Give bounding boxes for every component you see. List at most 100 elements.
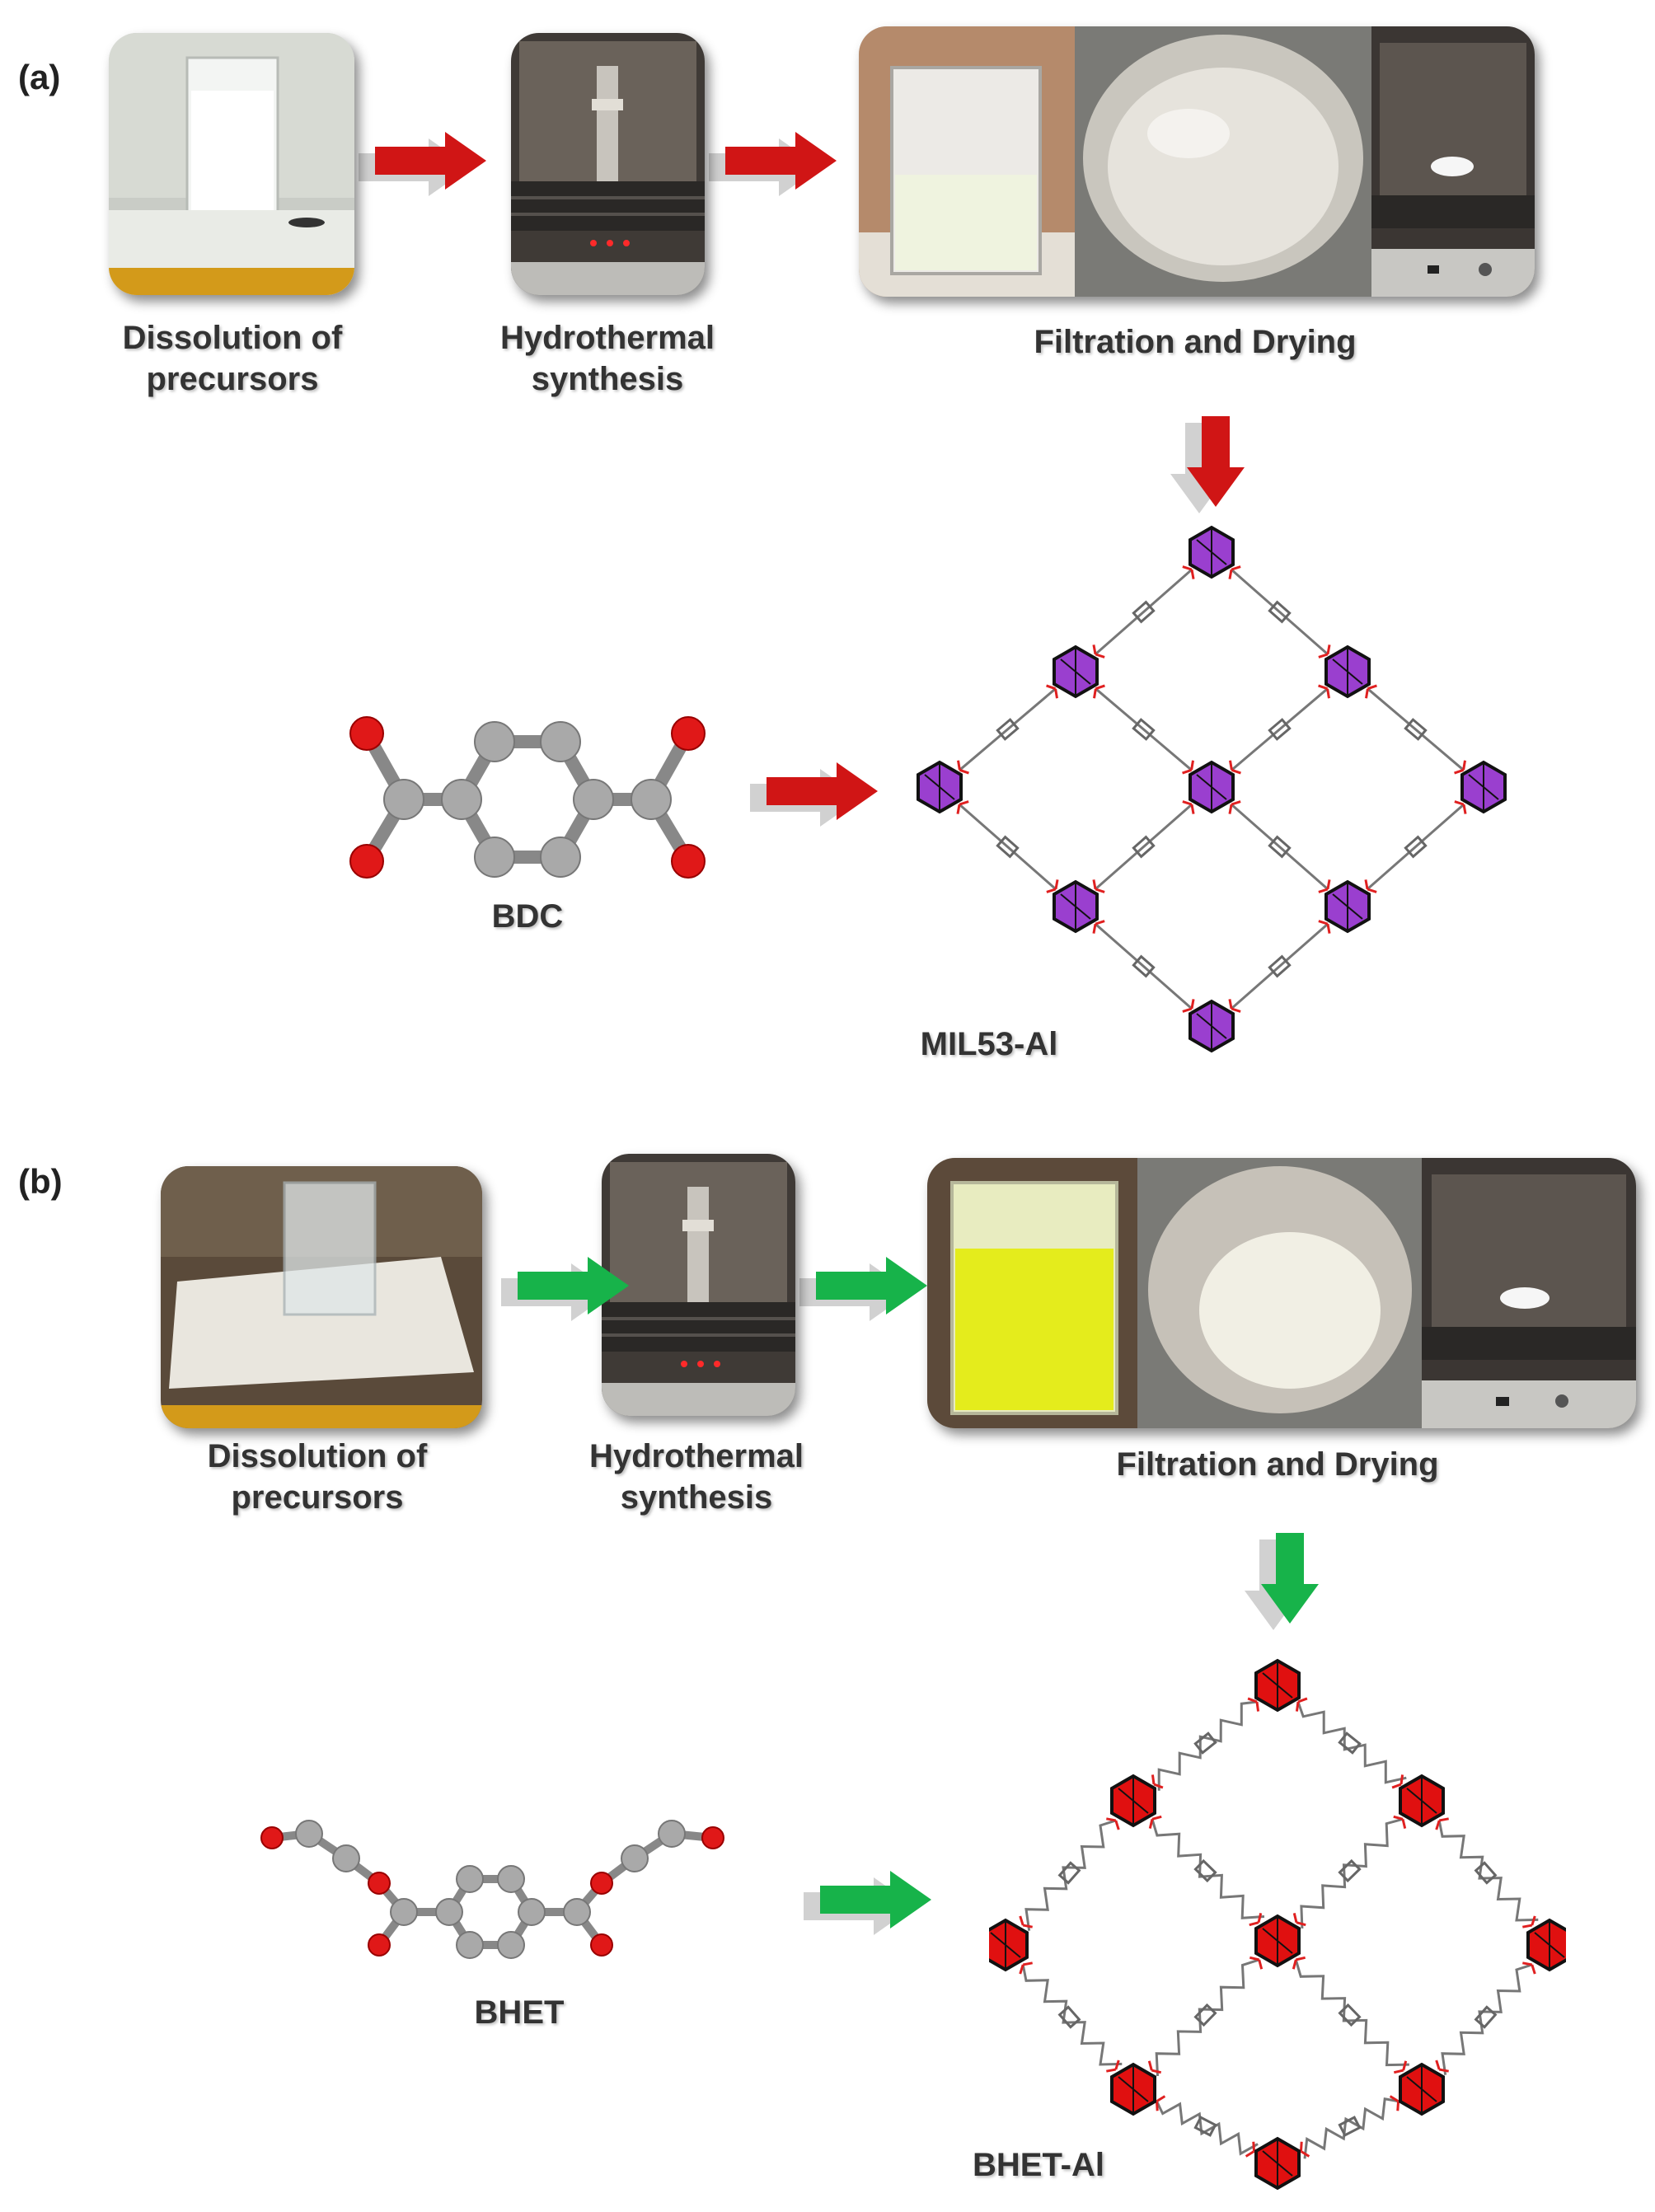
oxygen-atom <box>701 1826 724 1849</box>
carbon-atom <box>383 779 424 820</box>
process-arrow-b-2 <box>799 1257 927 1321</box>
step-label-filtration: Filtration and Drying <box>1034 324 1357 360</box>
organic-linker <box>1435 1817 1539 1928</box>
step-label-dissolution-b: Dissolution of precursors <box>207 1438 428 1516</box>
mil53-label: MIL53-Al <box>920 1026 1058 1062</box>
organic-linker <box>1019 1817 1120 1931</box>
panel-a-label: (a) <box>18 58 61 96</box>
organic-linker <box>1148 1815 1265 1927</box>
carbon-atom <box>540 721 581 762</box>
process-arrow-a-1 <box>359 132 486 196</box>
metal-node <box>1399 2062 1445 2116</box>
carbon-atom <box>390 1898 418 1926</box>
carbon-atom <box>474 837 515 878</box>
metal-node <box>1399 1774 1445 1828</box>
organic-linker <box>1228 565 1331 658</box>
carbon-atom <box>456 1865 484 1893</box>
organic-linker <box>1228 800 1331 893</box>
bhet-label: BHET <box>474 1994 565 2031</box>
organic-linker <box>1228 920 1331 1013</box>
metal-node <box>1189 999 1235 1053</box>
oxygen-atom <box>368 1872 391 1895</box>
process-arrow-a-down <box>1170 416 1245 513</box>
organic-linker <box>1364 800 1467 893</box>
organic-linker <box>1229 684 1330 775</box>
metal-node <box>1324 644 1371 699</box>
carbon-atom <box>497 1931 525 1959</box>
metal-node <box>1254 1914 1301 1968</box>
carbon-atom <box>295 1820 323 1848</box>
organic-linker <box>1299 2095 1400 2159</box>
oxygen-atom <box>671 844 706 879</box>
oxygen-atom <box>260 1826 284 1849</box>
organic-linker <box>1435 1961 1536 2075</box>
carbon-atom <box>441 779 482 820</box>
organic-linker <box>1365 684 1466 775</box>
arrow-shape <box>375 132 486 190</box>
metal-node <box>917 760 963 814</box>
metal-node <box>1189 760 1235 814</box>
organic-linker <box>956 800 1059 893</box>
oxygen-atom <box>349 716 384 751</box>
carbon-atom <box>573 779 614 820</box>
step-label-dissolution: Dissolution of precursors <box>122 320 343 397</box>
metal-node <box>1254 1658 1301 1713</box>
metal-node <box>989 1918 1029 1972</box>
organic-linker <box>1155 2095 1259 2158</box>
carbon-atom <box>631 779 672 820</box>
oxygen-atom <box>671 716 706 751</box>
oxygen-atom <box>368 1933 391 1957</box>
metal-node <box>1254 2136 1301 2191</box>
process-arrow-b-down <box>1245 1533 1319 1630</box>
metal-node <box>1526 1918 1566 1972</box>
hydrothermal-oven-photo-b <box>602 1154 795 1416</box>
metal-node <box>1189 525 1235 579</box>
organic-linker <box>1092 800 1195 893</box>
metal-node <box>1324 879 1371 934</box>
metal-node <box>1110 2062 1156 2116</box>
organic-linker <box>1092 920 1195 1013</box>
carbon-atom <box>456 1931 484 1959</box>
filtration-drying-photo <box>859 26 1535 297</box>
organic-linker <box>1092 565 1195 658</box>
carbon-atom <box>474 721 515 762</box>
filtration-drying-photo-b <box>927 1158 1636 1428</box>
carbon-atom <box>332 1844 360 1872</box>
bdc-label: BDC <box>491 898 564 935</box>
bdc-molecule <box>330 696 725 886</box>
process-arrow-a-2 <box>709 132 837 196</box>
organic-linker <box>1295 1697 1407 1789</box>
bhet-molecule <box>256 1801 734 1966</box>
organic-linker <box>1151 1697 1260 1791</box>
step-label-filtration-b: Filtration and Drying <box>1116 1446 1439 1483</box>
organic-linker <box>1292 1956 1409 2074</box>
carbon-atom <box>518 1898 546 1926</box>
process-arrow-a-3 <box>750 762 878 827</box>
organic-linker <box>1093 684 1194 775</box>
carbon-atom <box>563 1898 591 1926</box>
process-arrow-b-1 <box>501 1257 629 1321</box>
mil53-framework <box>915 519 1508 1063</box>
dissolution-photo-b <box>161 1166 482 1428</box>
carbon-atom <box>658 1820 686 1848</box>
carbon-atom <box>497 1865 525 1893</box>
organic-linker <box>1292 1815 1407 1928</box>
dissolution-photo <box>109 33 354 295</box>
oxygen-atom <box>590 1933 613 1957</box>
organic-linker <box>957 684 1058 775</box>
carbon-atom <box>435 1898 463 1926</box>
step-label-hydrothermal: Hydrothermal synthesis <box>499 320 715 397</box>
metal-node <box>1110 1774 1156 1828</box>
metal-node <box>1053 879 1099 934</box>
bhet-al-framework <box>989 1652 1566 2200</box>
carbon-atom <box>540 837 581 878</box>
oxygen-atom <box>590 1872 613 1895</box>
organic-linker <box>1147 1956 1264 2077</box>
process-arrow-b-3 <box>804 1871 931 1935</box>
organic-linker <box>1019 1961 1123 2073</box>
step-label-hydrothermal-b: Hydrothermal synthesis <box>588 1438 804 1516</box>
bhet-al-label: BHET-Al <box>973 2147 1104 2183</box>
metal-node <box>1053 644 1099 699</box>
hydrothermal-oven-photo <box>511 33 705 295</box>
metal-node <box>1460 760 1507 814</box>
